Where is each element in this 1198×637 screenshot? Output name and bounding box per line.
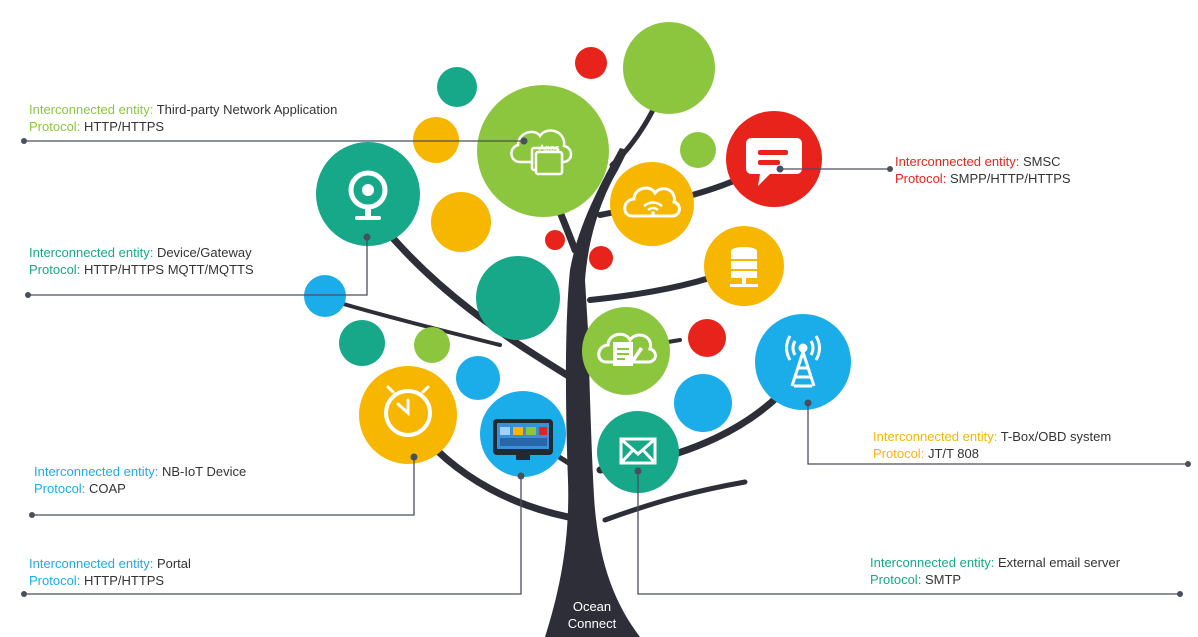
entity-value: External email server bbox=[997, 555, 1121, 570]
protocol-value: COAP bbox=[88, 481, 126, 496]
protocol-value: HTTP/HTTPS bbox=[83, 119, 165, 134]
leaf-red-right bbox=[688, 319, 726, 357]
message-bubble-icon bbox=[746, 138, 802, 186]
connector-email bbox=[637, 471, 1180, 595]
leaf-circles bbox=[304, 22, 732, 432]
leaf-teal-top-left bbox=[437, 67, 477, 107]
tablet-screen-circle[interactable] bbox=[480, 391, 566, 477]
protocol-value: HTTP/HTTPS bbox=[83, 573, 165, 588]
leaf-teal-center bbox=[476, 256, 560, 340]
leaf-green-left bbox=[414, 327, 450, 363]
protocol-key: Protocol: bbox=[34, 481, 86, 496]
entity-key: Interconnected entity: bbox=[34, 464, 159, 479]
connector-lines bbox=[24, 140, 1188, 595]
leaf-red-small-2 bbox=[589, 246, 613, 270]
trunk-label-line1: Ocean bbox=[572, 599, 612, 614]
protocol-value: SMTP bbox=[924, 572, 962, 587]
leaf-small-red-top bbox=[575, 47, 607, 79]
label-smsc: Interconnected entity: SMSC Protocol: SM… bbox=[895, 153, 1071, 187]
label-tbox: Interconnected entity: T-Box/OBD system … bbox=[873, 428, 1111, 462]
wifi-cloud-circle[interactable] bbox=[610, 162, 694, 246]
protocol-key: Protocol: bbox=[873, 446, 925, 461]
connector-portal bbox=[24, 476, 522, 595]
cloud-document-circle[interactable] bbox=[582, 307, 670, 395]
webcam-circle[interactable] bbox=[316, 142, 420, 246]
entity-value: Portal bbox=[156, 556, 191, 571]
protocol-value: JT/T 808 bbox=[927, 446, 979, 461]
label-portal: Interconnected entity: Portal Protocol: … bbox=[29, 555, 191, 589]
leaf-blue-left bbox=[304, 275, 346, 317]
entity-value: SMSC bbox=[1022, 154, 1061, 169]
protocol-key: Protocol: bbox=[29, 573, 81, 588]
entity-key: Interconnected entity: bbox=[29, 102, 154, 117]
protocol-value: SMPP/HTTP/HTTPS bbox=[949, 171, 1071, 186]
label-nb-iot: Interconnected entity: NB-IoT Device Pro… bbox=[34, 463, 246, 497]
label-device-gateway: Interconnected entity: Device/Gateway Pr… bbox=[29, 244, 254, 278]
cloud-document-icon bbox=[597, 332, 657, 366]
message-bubble-circle[interactable] bbox=[726, 111, 822, 207]
database-server-circle[interactable] bbox=[704, 226, 784, 306]
database-server-icon bbox=[730, 247, 758, 287]
signal-tower-icon bbox=[785, 335, 821, 388]
entity-key: Interconnected entity: bbox=[29, 245, 154, 260]
leaf-orange-left bbox=[413, 117, 459, 163]
entity-key: Interconnected entity: bbox=[870, 555, 995, 570]
entity-value: T-Box/OBD system bbox=[1000, 429, 1112, 444]
leaf-red-small-1 bbox=[545, 230, 565, 250]
connector-nb-iot bbox=[32, 457, 415, 516]
envelope-circle[interactable] bbox=[597, 411, 679, 493]
label-third-party: Interconnected entity: Third-party Netwo… bbox=[29, 101, 337, 135]
leaf-top-green bbox=[623, 22, 715, 114]
protocol-value: HTTP/HTTPS MQTT/MQTTS bbox=[83, 262, 254, 277]
signal-tower-circle[interactable] bbox=[755, 314, 851, 410]
leaf-green-small-right bbox=[680, 132, 716, 168]
ocean-connect-label: Ocean Connect bbox=[548, 598, 636, 632]
envelope-icon bbox=[619, 437, 657, 465]
entity-key: Interconnected entity: bbox=[29, 556, 154, 571]
apps-cloud-circle[interactable]: Apps bbox=[477, 85, 609, 217]
trunk-label-line2: Connect bbox=[567, 616, 617, 631]
entity-value: NB-IoT Device bbox=[161, 464, 247, 479]
leaf-teal-left bbox=[339, 320, 385, 366]
clock-circle[interactable] bbox=[359, 366, 457, 464]
leaf-blue-right bbox=[674, 374, 732, 432]
entity-value: Third-party Network Application bbox=[156, 102, 338, 117]
protocol-key: Protocol: bbox=[895, 171, 947, 186]
apps-cloud-icon bbox=[510, 129, 573, 176]
entity-key: Interconnected entity: bbox=[873, 429, 998, 444]
leaf-orange-mid-left bbox=[431, 192, 491, 252]
tablet-screen-icon bbox=[493, 419, 553, 460]
entity-value: Device/Gateway bbox=[156, 245, 252, 260]
protocol-key: Protocol: bbox=[29, 119, 81, 134]
connector-device-gateway bbox=[28, 237, 368, 296]
webcam-icon bbox=[348, 170, 388, 220]
protocol-key: Protocol: bbox=[870, 572, 922, 587]
label-email: Interconnected entity: External email se… bbox=[870, 554, 1120, 588]
clock-icon bbox=[384, 385, 432, 437]
protocol-key: Protocol: bbox=[29, 262, 81, 277]
apps-icon-label: Apps bbox=[539, 143, 560, 153]
entity-key: Interconnected entity: bbox=[895, 154, 1020, 169]
connector-tbox bbox=[807, 403, 1188, 465]
wifi-cloud-icon bbox=[623, 186, 681, 218]
connector-dots bbox=[21, 137, 1191, 597]
leaf-blue-center bbox=[456, 356, 500, 400]
